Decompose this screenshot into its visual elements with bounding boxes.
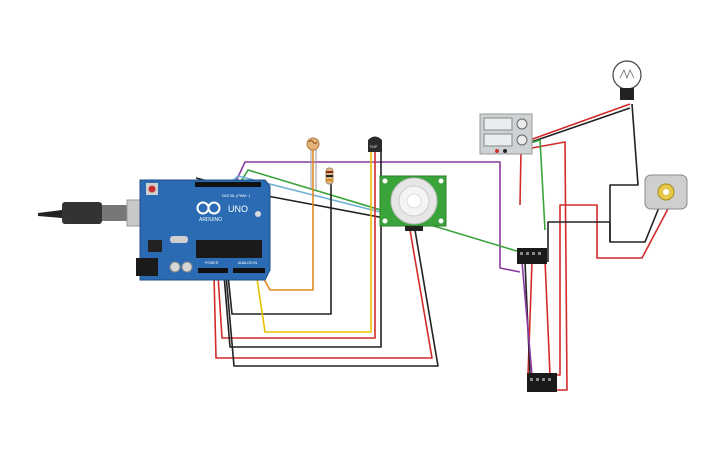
relay-module-1[interactable] [517,248,547,264]
temperature-sensor[interactable]: TMP [368,136,382,153]
wire-black-pir-gnd[interactable] [225,229,439,367]
pir-motion-sensor[interactable] [379,175,447,231]
wire-red-pir[interactable] [213,229,433,359]
power-jack [136,258,158,276]
resistor[interactable] [325,167,334,185]
reset-button[interactable] [148,185,156,193]
dc-motor[interactable] [644,174,688,210]
wires [195,103,671,391]
power-header-label: POWER [205,261,219,265]
digital-header [195,182,261,187]
power-supply[interactable] [479,113,533,155]
arduino-logo-icon [196,201,221,215]
digital-header-label: DIGITAL (PWM ~) [222,194,250,198]
wire-purple[interactable] [231,161,521,273]
analog-header-label: ANALOG IN [238,261,258,265]
wire-yellow[interactable] [255,152,372,333]
svg-text:TMP: TMP [369,144,378,149]
atmega-chip [196,240,262,258]
wire-red-temp[interactable] [217,152,376,339]
power-header [198,268,228,273]
wire-black-bulb[interactable] [609,103,639,242]
usb-cable [38,199,158,227]
wire-orange[interactable] [259,150,314,291]
photoresistor[interactable] [306,137,320,190]
arduino-uno-board[interactable]: ARDUINO UNO DIGITAL (PWM ~) POWER ANALOG… [136,179,271,281]
analog-header [233,268,265,273]
wire-purple-relays[interactable] [521,261,533,376]
wire-black-temp[interactable] [223,152,382,348]
arduino-model: UNO [228,204,248,214]
wire-black-ldr[interactable] [227,184,332,315]
wire-red-supply[interactable] [519,141,568,391]
wire-red-right[interactable] [544,204,671,376]
arduino-brand: ARDUINO [199,217,222,223]
relay-module-2[interactable] [527,373,557,392]
light-bulb[interactable] [612,60,642,100]
